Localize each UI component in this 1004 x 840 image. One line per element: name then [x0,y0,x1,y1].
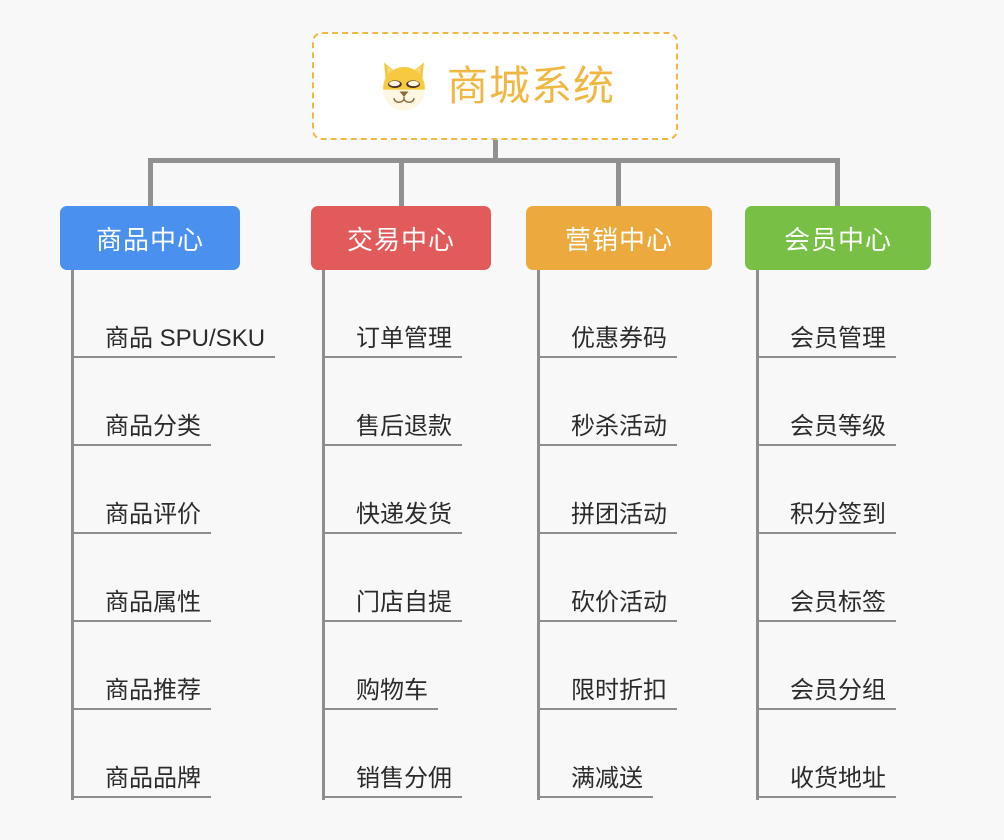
leaf-item-label: 拼团活动 [571,500,667,528]
leaf-item[interactable]: 门店自提 [322,534,462,622]
column-spine [71,270,74,800]
leaf-item-label: 积分签到 [790,500,886,528]
root-node-mall-system[interactable]: 商城系统 [312,32,678,140]
leaf-item-label: 砍价活动 [571,588,667,616]
leaf-item-label: 销售分佣 [356,764,452,792]
leaf-item[interactable]: 商品推荐 [71,622,211,710]
leaf-item-label: 会员标签 [790,588,886,616]
leaf-item[interactable]: 商品 SPU/SKU [71,270,275,358]
connector-drop-1 [148,158,153,206]
leaf-item[interactable]: 收货地址 [756,710,896,798]
connector-root-stem [493,140,498,163]
root-node-title: 商城系统 [447,62,615,109]
leaf-item-label: 门店自提 [356,588,452,616]
connector-horizontal-bus [148,158,840,163]
leaf-item-label: 会员管理 [790,324,886,352]
leaf-item-label: 满减送 [571,764,643,792]
leaf-item-label: 秒杀活动 [571,412,667,440]
category-label-member-center: 会员中心 [783,224,892,255]
leaf-item-label: 购物车 [356,676,428,704]
connector-drop-3 [616,158,621,206]
leaf-item-label: 优惠券码 [571,324,667,352]
leaf-item[interactable]: 砍价活动 [537,534,677,622]
leaf-item[interactable]: 商品评价 [71,446,211,534]
category-label-product-center: 商品中心 [95,224,204,255]
leaf-item[interactable]: 商品品牌 [71,710,211,798]
category-label-trade-center: 交易中心 [346,224,455,255]
leaf-item-label: 商品分类 [105,412,201,440]
leaf-item[interactable]: 满减送 [537,710,653,798]
leaf-item-label: 商品 SPU/SKU [105,324,266,352]
leaf-item-label: 快递发货 [356,500,452,528]
shiba-dog-face-icon [375,57,433,115]
leaf-item-label: 商品评价 [105,500,201,528]
leaf-item[interactable]: 会员标签 [756,534,896,622]
leaf-item-label: 商品推荐 [105,676,201,704]
leaf-item[interactable]: 商品分类 [71,358,211,446]
leaf-item[interactable]: 快递发货 [322,446,462,534]
connector-drop-2 [399,158,404,206]
leaf-item-label: 商品属性 [105,588,201,616]
leaf-item[interactable]: 积分签到 [756,446,896,534]
connector-drop-4 [835,158,840,206]
leaf-item[interactable]: 会员管理 [756,270,896,358]
leaf-item[interactable]: 销售分佣 [322,710,462,798]
leaf-item[interactable]: 会员等级 [756,358,896,446]
leaf-item[interactable]: 订单管理 [322,270,462,358]
leaf-item-label: 订单管理 [356,324,452,352]
leaf-item-label: 商品品牌 [105,764,201,792]
leaf-item-label: 会员分组 [790,676,886,704]
leaf-item[interactable]: 限时折扣 [537,622,677,710]
leaf-item-label: 会员等级 [790,412,886,440]
category-box-member-center[interactable]: 会员中心 [745,206,931,270]
leaf-item-label: 限时折扣 [571,676,667,704]
category-label-marketing-center: 营销中心 [564,224,673,255]
category-box-product-center[interactable]: 商品中心 [60,206,240,270]
leaf-item-label: 收货地址 [790,764,886,792]
leaf-item[interactable]: 商品属性 [71,534,211,622]
leaf-item[interactable]: 购物车 [322,622,438,710]
category-box-marketing-center[interactable]: 营销中心 [526,206,712,270]
leaf-item[interactable]: 拼团活动 [537,446,677,534]
column-spine [322,270,325,800]
leaf-item-label: 售后退款 [356,412,452,440]
leaf-item[interactable]: 优惠券码 [537,270,677,358]
category-box-trade-center[interactable]: 交易中心 [311,206,491,270]
leaf-item[interactable]: 会员分组 [756,622,896,710]
leaf-item[interactable]: 秒杀活动 [537,358,677,446]
column-spine [756,270,759,800]
leaf-item[interactable]: 售后退款 [322,358,462,446]
column-spine [537,270,540,800]
